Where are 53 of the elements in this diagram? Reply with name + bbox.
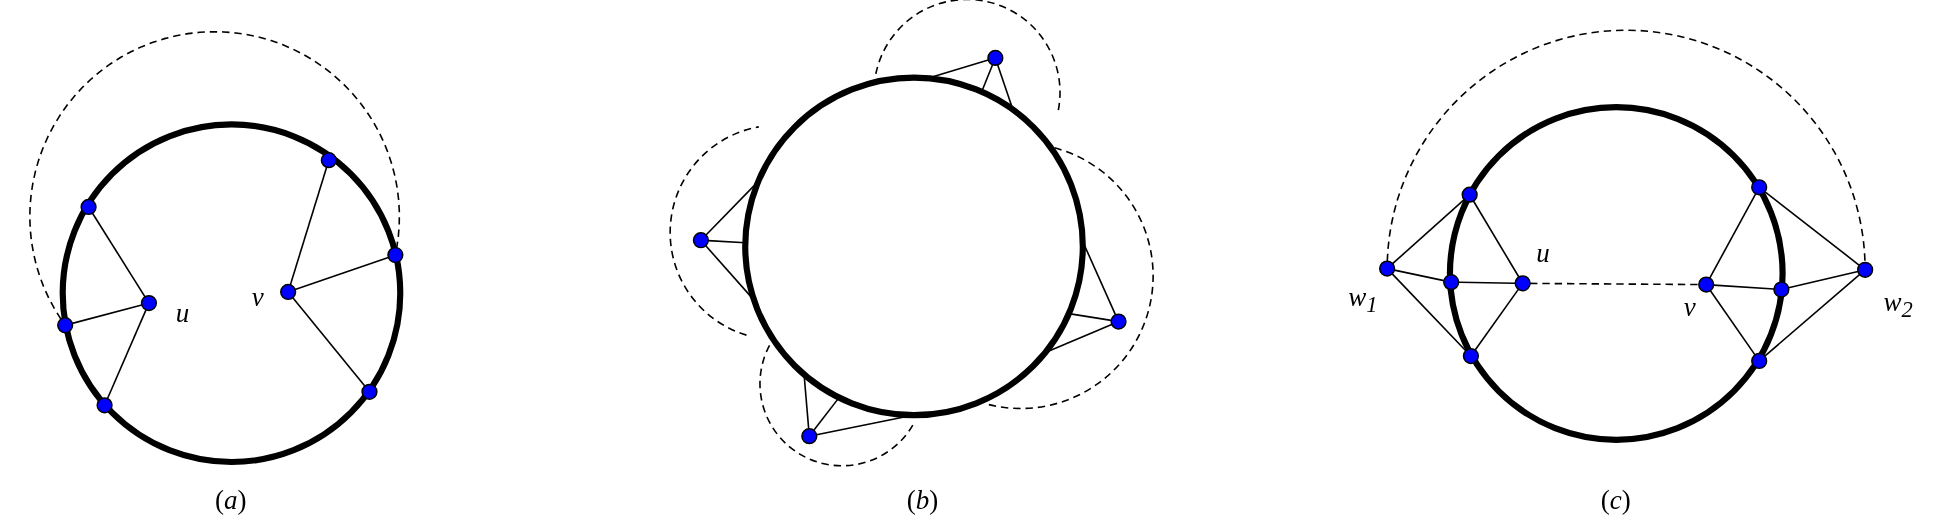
- vertex-dot: [140, 294, 158, 312]
- panel-caption: (c): [1600, 486, 1631, 514]
- graph-edge: [1474, 288, 1520, 351]
- vertex-label: v: [1683, 293, 1696, 321]
- vertex-label: u: [175, 299, 190, 327]
- vertex-dot: [1773, 281, 1790, 298]
- graph-edge: [1393, 269, 1445, 282]
- graph-edge: [1391, 273, 1467, 352]
- vertex-dot: [1751, 179, 1768, 196]
- vertex-dot: [387, 246, 404, 264]
- panel-caption: (b): [906, 486, 939, 514]
- vertex-dot: [1514, 275, 1531, 292]
- graph-edge: [106, 309, 147, 400]
- graph-edge: [1391, 198, 1465, 265]
- graph-edge: [1472, 200, 1520, 278]
- vertex-dot: [320, 152, 337, 169]
- graph-edge: [1712, 284, 1775, 290]
- graph-edge: [294, 256, 390, 291]
- dashed-edge: [29, 30, 401, 320]
- vertex-dot: [1379, 260, 1396, 277]
- graph-edge: [71, 304, 143, 325]
- vertex-dot: [1462, 347, 1480, 365]
- graph-edge: [1457, 281, 1517, 285]
- graph-edge: [91, 212, 146, 298]
- graph-edge: [1709, 289, 1756, 356]
- vertex-dot: [1857, 261, 1874, 278]
- vertex-dot: [96, 397, 113, 414]
- panel-caption: (a): [214, 486, 247, 514]
- vertex-dot: [1698, 276, 1715, 293]
- graph-edge: [289, 166, 328, 286]
- vertex-dot: [1751, 352, 1768, 370]
- vertex-label: w$_{2}$: [1883, 288, 1913, 322]
- vertex-dot: [801, 428, 818, 445]
- graph-edge: [1787, 270, 1859, 289]
- vertex-dot: [1461, 186, 1478, 203]
- thick-ring: [742, 74, 1086, 419]
- vertex-dot: [1110, 313, 1127, 330]
- vertex-dot: [987, 49, 1004, 67]
- graph-edge: [292, 296, 366, 387]
- dashed-edge: [1529, 282, 1700, 286]
- graph-edge: [1764, 191, 1861, 267]
- dashed-edge: [1386, 29, 1866, 264]
- vertex-label: u: [1536, 239, 1550, 267]
- vertex-label: v: [251, 283, 264, 311]
- vertex-dot: [361, 383, 378, 400]
- graph-edge: [1708, 192, 1757, 279]
- vertex-dot: [57, 317, 74, 334]
- vertex-dot: [280, 283, 297, 301]
- vertex-label: w$_{1}$: [1348, 283, 1378, 317]
- vertex-dot: [692, 232, 709, 249]
- vertex-dot: [80, 198, 97, 216]
- graph-edge: [1764, 273, 1861, 357]
- vertex-dot: [1443, 274, 1460, 291]
